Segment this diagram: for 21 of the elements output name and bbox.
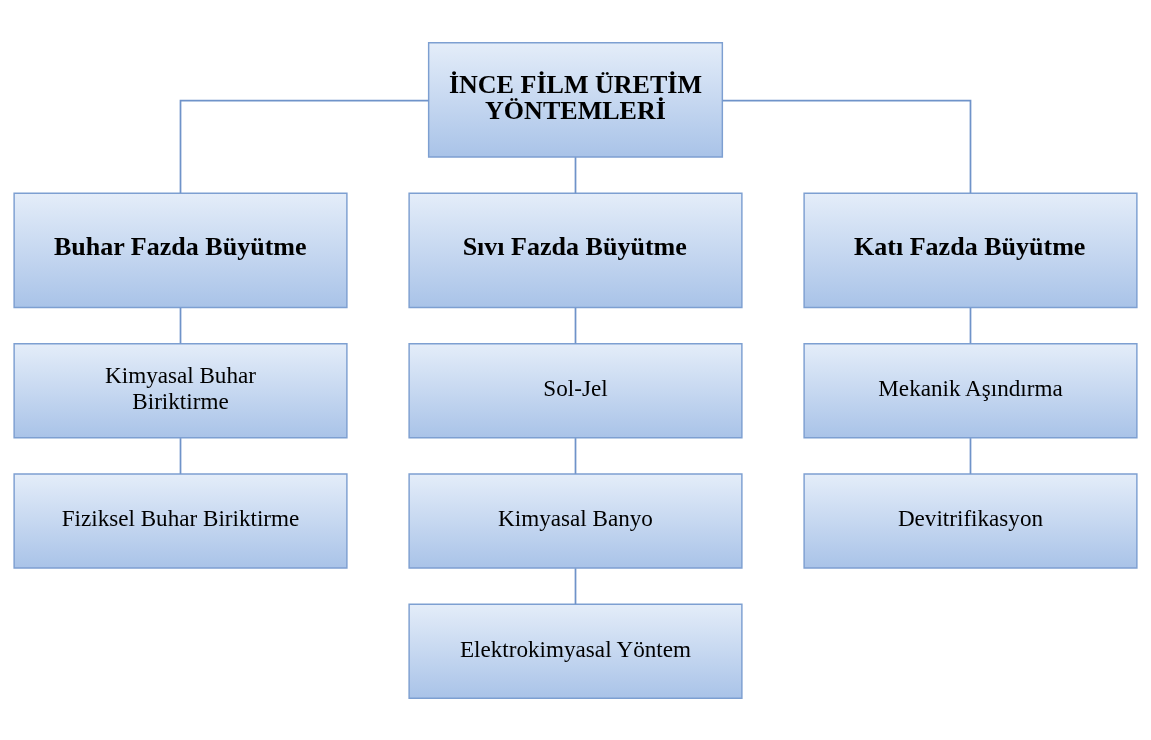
connector <box>969 306 972 344</box>
node-box: Kimyasal Buhar Biriktirme <box>13 342 348 438</box>
connector <box>179 99 430 194</box>
node-box: Sıvı Fazda Büyütme <box>408 192 743 308</box>
connector <box>574 155 577 194</box>
connector <box>969 436 972 475</box>
node-box: Fiziksel Buhar Biriktirme <box>13 472 348 569</box>
connector <box>179 306 182 344</box>
connector <box>574 436 577 475</box>
connector <box>721 99 972 194</box>
node-box: Devitrifikasyon <box>803 472 1138 569</box>
node-box: Kimyasal Banyo <box>408 472 743 569</box>
connector <box>179 436 182 475</box>
node-box: Mekanik Aşındırma <box>803 342 1138 438</box>
node-box: Buhar Fazda Büyütme <box>13 192 348 308</box>
connector <box>574 567 577 605</box>
node-box: Katı Fazda Büyütme <box>803 192 1138 308</box>
node-box: Elektrokimyasal Yöntem <box>408 602 743 699</box>
node-box: İNCE FİLM ÜRETİM YÖNTEMLERİ <box>427 41 724 158</box>
connector <box>574 306 577 344</box>
node-box: Sol-Jel <box>408 342 743 438</box>
